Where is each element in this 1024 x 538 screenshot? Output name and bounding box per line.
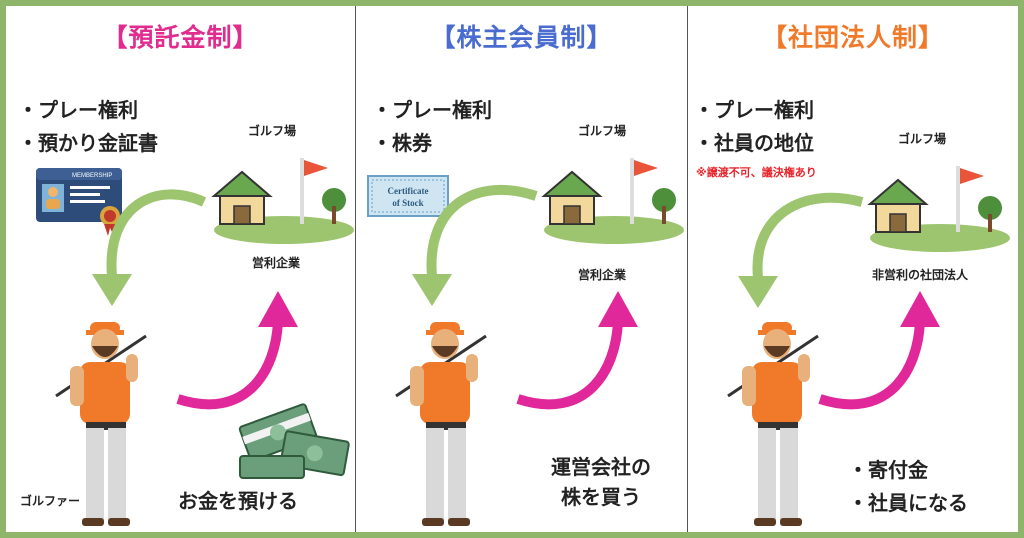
action-label: お金を預ける xyxy=(178,489,298,513)
certificate-line: of Stock xyxy=(392,198,423,208)
stock-certificate-icon: Certificate of Stock xyxy=(367,175,449,217)
rights-list: ・プレー権利 ・社員の地位 xyxy=(694,94,814,160)
green-curved-arrow xyxy=(92,189,207,306)
action-list: ・寄付金 ・社員になる xyxy=(848,454,968,520)
golfer-label: ゴルファー xyxy=(20,494,81,508)
rights-list: ・プレー権利 ・株券 xyxy=(372,94,492,160)
bullet-item: ・預かり金証書 xyxy=(18,131,158,155)
pink-curved-arrow xyxy=(176,291,298,410)
transfer-note: ※譲渡不可、議決権あり xyxy=(696,166,817,179)
rights-list: ・プレー権利 ・預かり金証書 xyxy=(18,94,158,160)
panel-title: 【株主会員制】 xyxy=(430,23,613,52)
bullet-item: ・社員の地位 xyxy=(694,131,814,155)
pink-curved-arrow xyxy=(516,291,638,410)
action-bullet: ・社員になる xyxy=(848,491,968,515)
bullet-item: ・プレー権利 xyxy=(694,98,814,122)
action-line: 株を買う xyxy=(561,485,641,509)
panel-corporation-system: 【社団法人制】 ・プレー権利 ・社員の地位 ※譲渡不可、議決権あり ゴルフ場 非… xyxy=(688,6,1018,532)
company-label: 非営利の社団法人 xyxy=(872,268,969,282)
panel-shareholder-system: 【株主会員制】 ・プレー権利 ・株券 Certificate of Stock … xyxy=(356,6,688,532)
pink-curved-arrow xyxy=(818,291,940,410)
golf-course-label: ゴルフ場 xyxy=(248,124,297,138)
action-bullet: ・寄付金 xyxy=(848,458,928,482)
bullet-item: ・プレー権利 xyxy=(372,98,492,122)
certificate-line: Certificate xyxy=(388,186,429,196)
panel-deposit-system: 【預託金制】 ・プレー権利 ・預かり金証書 MEMBERSHIP ゴルフ場 xyxy=(6,6,356,532)
panel-title: 【預託金制】 xyxy=(102,23,259,52)
golf-course-icon xyxy=(867,166,1010,252)
action-label: 運営会社の 株を買う xyxy=(526,452,676,512)
company-label: 営利企業 xyxy=(578,268,627,282)
money-stack-icon xyxy=(238,403,350,479)
green-curved-arrow xyxy=(738,192,864,308)
company-label: 営利企業 xyxy=(252,256,301,270)
golfer-figure xyxy=(727,322,819,526)
golfer-figure xyxy=(55,322,147,526)
infographic: 【預託金制】 ・プレー権利 ・預かり金証書 MEMBERSHIP ゴルフ場 xyxy=(6,6,1018,532)
bullet-item: ・株券 xyxy=(372,131,432,155)
golfer-figure xyxy=(395,322,487,526)
golf-course-icon xyxy=(541,158,684,244)
golf-course-icon xyxy=(211,158,354,244)
bullet-item: ・プレー権利 xyxy=(18,98,138,122)
card-text: MEMBERSHIP xyxy=(72,173,112,179)
green-curved-arrow xyxy=(412,184,538,306)
golf-course-label: ゴルフ場 xyxy=(578,124,627,138)
action-line: 運営会社の xyxy=(551,455,651,479)
panel-title: 【社団法人制】 xyxy=(761,23,944,52)
membership-card-icon: MEMBERSHIP xyxy=(36,168,122,236)
golf-course-label: ゴルフ場 xyxy=(898,132,947,146)
